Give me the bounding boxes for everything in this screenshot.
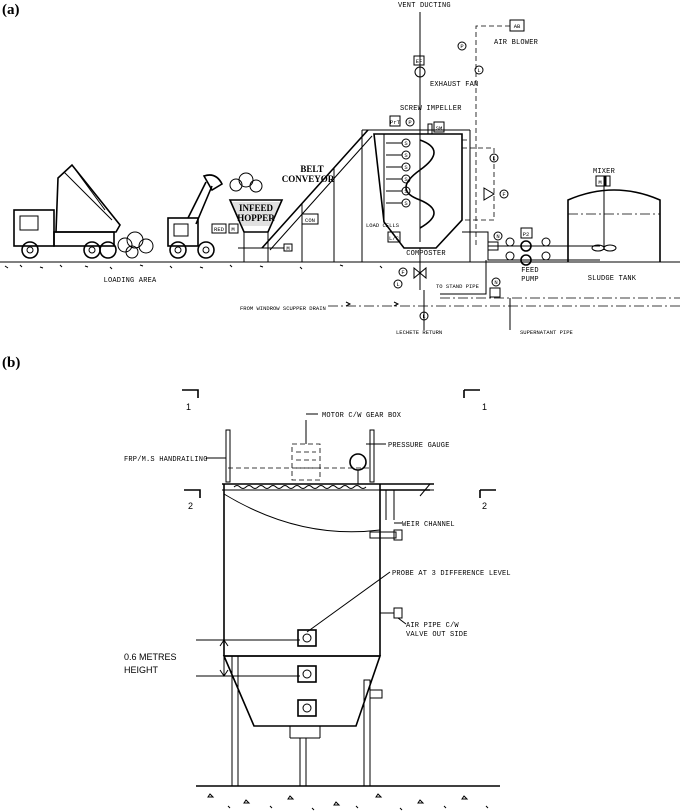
handrailing-label: FRP/M.S HANDRAILING	[124, 456, 208, 464]
sensor-s-6: S	[404, 200, 408, 207]
bushes-left	[117, 231, 154, 259]
section-1-left: 1	[186, 402, 191, 412]
composter-vessel: S S S S S S COMPOSTER LOAD CELLS L/C	[366, 133, 463, 258]
p2-tag: P2	[523, 231, 530, 238]
infeed-hopper: INFEED HOPPER RED M M	[211, 199, 293, 262]
sludge-tank-label: SLUDGE TANK	[588, 275, 637, 283]
composter-building	[361, 129, 471, 262]
l-tag-blower: L	[477, 67, 480, 74]
m-tag-conveyor: M	[286, 245, 289, 252]
n-tag-lower: N	[494, 279, 497, 286]
section-1-right: 1	[482, 402, 487, 412]
feed-pump-label-1: FEED	[521, 267, 539, 275]
probe-label: PROBE AT 3 DIFFERENCE LEVEL	[392, 570, 511, 578]
leachate-return-label: LECHETE RETURN	[396, 329, 442, 336]
feed-pump-label-2: PUMP	[521, 276, 539, 284]
section-2-left: 2	[188, 501, 193, 511]
exhaust-fan-label: EXHAUST FAN	[430, 81, 478, 89]
top-instruments: PrT P SM SCREW IMPELLER EF EXHAUST FAN V…	[389, 2, 478, 135]
from-windrow-label: FROM WINDROW SCUPPER DRAIN	[240, 305, 326, 312]
p-tag-blower: P	[460, 43, 463, 50]
con-tag: CON	[305, 217, 315, 224]
sensor-s-2: S	[404, 152, 408, 159]
red-tag: RED	[214, 226, 225, 233]
m-tag-hopper: M	[231, 226, 234, 233]
belt-label-1: BELT	[300, 164, 323, 174]
panel-b-label: (b)	[2, 355, 20, 371]
air-blower: AB AIR BLOWER P L	[457, 19, 539, 248]
loading-area-label: LOADING AREA	[104, 277, 157, 285]
bushes-hopper	[229, 172, 263, 193]
front-loader	[167, 174, 224, 259]
f-tag: F	[502, 191, 505, 198]
infeed-hopper-label-2: HOPPER	[237, 213, 275, 223]
sensor-s-4: S	[404, 176, 408, 183]
infeed-hopper-label-1: INFEED	[239, 203, 274, 213]
panel-a-label: (a)	[2, 2, 20, 18]
air-blower-label: AIR BLOWER	[494, 39, 539, 47]
belt-label-2: CONVEYOR	[282, 174, 335, 184]
mixer-label: MIXER	[593, 168, 616, 176]
section-markers: 1 1 2 2	[182, 389, 496, 511]
n-tag-upper: N	[496, 233, 499, 240]
feed-pump-line: F L N P2 FEED PUMP TO STAND PIPE N	[393, 227, 600, 298]
weir-channel-label: WEIR CHANNEL	[402, 521, 455, 529]
pressure-gauge-label: PRESSURE GAUGE	[388, 442, 450, 450]
air-pipe-label-1: AIR PIPE C/W	[406, 622, 459, 630]
height-label-1: 0.6 METRES	[124, 652, 177, 662]
sm-tag: SM	[436, 125, 443, 132]
screw-impeller-label: SCREW IMPELLER	[400, 105, 462, 113]
vent-ducting-label: VENT DUCTING	[398, 2, 451, 10]
ground-hatching-b	[207, 793, 489, 811]
ground-hatching-a	[4, 264, 383, 270]
l-tag-air: L	[492, 155, 495, 162]
air-pipe-composter: L F	[462, 139, 509, 221]
pressure-gauge	[349, 443, 386, 484]
belt-conveyor: BELT CONVEYOR CON	[261, 129, 373, 262]
supernatant-pipe-label: SUPERNATANT PIPE	[520, 329, 574, 336]
ab-tag: AB	[514, 23, 521, 30]
height-label-2: HEIGHT	[124, 665, 159, 675]
to-stand-pipe-label: TO STAND PIPE	[436, 283, 480, 290]
height-dimension	[196, 639, 300, 677]
prt-tag: PrT	[390, 119, 401, 126]
sensor-s-1: S	[404, 140, 408, 147]
lc-tag: L/C	[389, 235, 400, 242]
m-tag-mixer: M	[598, 179, 601, 186]
dump-truck	[13, 163, 121, 259]
sensor-s-5: S	[404, 188, 408, 195]
air-pipe-label-2: VALVE OUT SIDE	[406, 631, 468, 639]
ef-tag: EF	[416, 58, 423, 65]
sludge-tank: M MIXER SLUDGE TANK	[567, 168, 661, 283]
motor-gearbox	[291, 413, 321, 481]
load-cells-label: LOAD CELLS	[366, 222, 400, 229]
p-tag-top: P	[408, 119, 411, 126]
reactor-vessel	[222, 483, 434, 739]
l-tag-drain: L	[422, 313, 425, 320]
probes	[297, 571, 391, 717]
sensor-s-3: S	[404, 164, 408, 171]
panel-b-labels: MOTOR C/W GEAR BOX PRESSURE GAUGE FRP/M.…	[124, 412, 511, 675]
f-tag-bottom: F	[401, 269, 404, 276]
l-tag-bottom: L	[396, 281, 399, 288]
bottom-pipelines: L FROM WINDROW SCUPPER DRAIN LECHETE RET…	[240, 290, 680, 336]
motor-label: MOTOR C/W GEAR BOX	[322, 412, 402, 420]
section-2-right: 2	[482, 501, 487, 511]
composter-label: COMPOSTER	[406, 250, 446, 258]
